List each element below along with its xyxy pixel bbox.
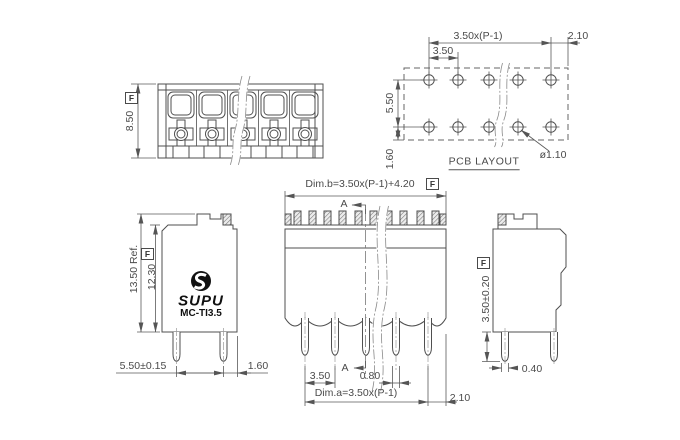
side-right-flag: F (477, 257, 490, 269)
pcb-pitch-total-label: 3.50x(P-1) (453, 29, 503, 42)
dim-b-label: Dim.b=3.50x(P-1)+4.20 (305, 177, 415, 190)
side-left-height-ref-label: 13.50 Ref. (127, 244, 140, 294)
side-left-height-label: 12.30 (145, 263, 158, 291)
pcb-layout-title: PCB LAYOUT (448, 156, 520, 170)
section-a-bottom-label: A (341, 361, 349, 374)
dim-a-label: Dim.a=3.50x(P-1) (314, 386, 398, 399)
pcb-edge-label: 2.10 (567, 29, 589, 42)
rear-pitch-label: 3.50 (309, 369, 331, 382)
pcb-offset-label: 1.60 (383, 148, 396, 170)
side-right-pin-width-label: 0.40 (521, 362, 543, 375)
brand-name: SUPU (178, 292, 224, 310)
side-left-dims (116, 213, 268, 377)
supu-logo-icon (191, 271, 211, 291)
pcb-hole-dia-label: ø1.10 (539, 148, 567, 161)
dim-b-flag: F (426, 178, 439, 190)
side-left-pin-edge-label: 1.60 (247, 359, 269, 372)
pcb-row-spacing-label: 5.50 (383, 92, 396, 114)
rear-view-dims (284, 191, 457, 406)
rear-pin-width-label: 0.80 (359, 369, 381, 382)
front-height-label: 8.50 (123, 110, 136, 132)
front-view (131, 76, 323, 166)
model-number: MC-TI3.5 (180, 308, 222, 319)
side-right-dims (482, 331, 518, 372)
rear-view (284, 191, 457, 406)
pcb-layout-view (393, 37, 580, 151)
side-left-pin-pitch-label: 5.50±0.15 (119, 359, 167, 372)
side-view-right (482, 214, 566, 372)
front-flag: F (125, 92, 138, 104)
rear-edge-label: 2.10 (449, 391, 471, 404)
pcb-pitch-label: 3.50 (432, 44, 454, 57)
front-height-dim (131, 83, 156, 159)
side-left-flag: F (141, 248, 154, 260)
side-right-pin-length-label: 3.50±0.20 (479, 275, 492, 323)
pcb-dims (393, 37, 580, 151)
side-view-left (116, 213, 268, 377)
section-a-top-label: A (340, 197, 348, 210)
